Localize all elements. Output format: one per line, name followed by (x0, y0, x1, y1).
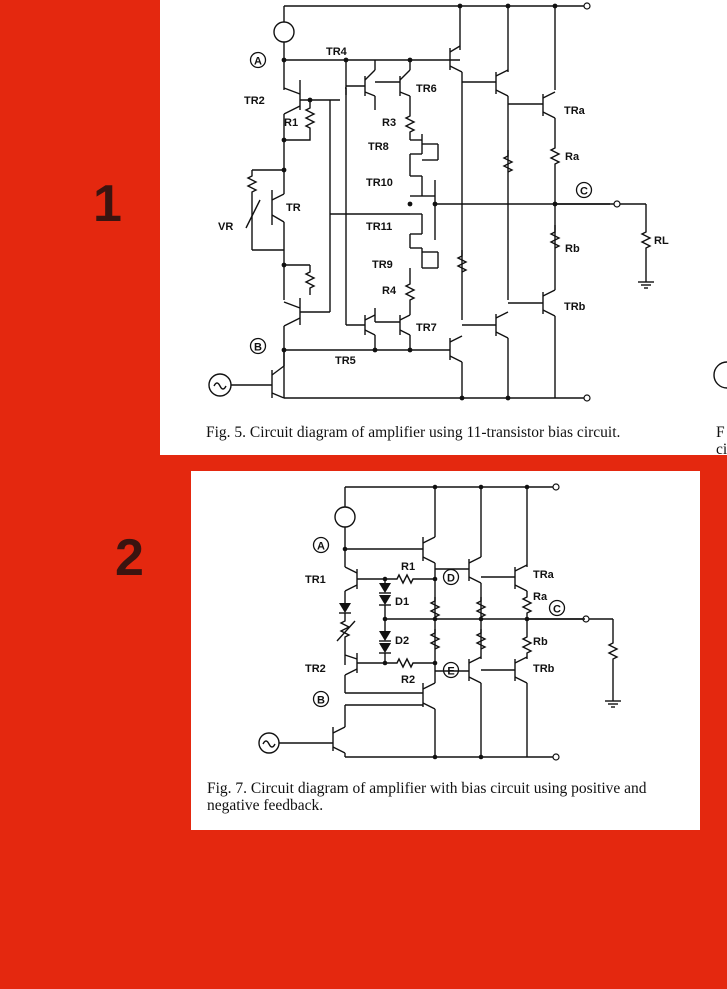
fig7-label-d2: D2 (395, 635, 409, 647)
fig5-label-ra: Ra (565, 151, 580, 163)
fig5-label-tr4: TR4 (326, 46, 348, 58)
figure-5-circuit: A B C TR4 TR6 TR2 R1 R3 TR8 TR10 TR VR T… (208, 2, 727, 402)
fig5-label-r1: R1 (284, 117, 298, 129)
fig5-label-rb: Rb (565, 243, 580, 255)
fig5-label-tr8: TR8 (368, 141, 389, 153)
fig5-label-r3: R3 (382, 117, 396, 129)
fig5-node-c: C (580, 186, 588, 198)
fig7-label-r2: R2 (401, 674, 415, 686)
fig5-label-tr10: TR10 (366, 177, 393, 189)
label-number-1: 1 (93, 175, 122, 233)
fig7-label-tra: TRa (533, 569, 555, 581)
fig5-label-rl: RL (654, 235, 669, 247)
fig7-node-d: D (447, 573, 455, 585)
fig7-node-c: C (553, 604, 561, 616)
fig5-label-tr2: TR2 (244, 95, 265, 107)
fig5-label-vr: VR (218, 221, 233, 233)
figure-7-panel: A B C D E TR1 R1 TRa Ra D1 D2 Rb TR2 R2 … (191, 471, 700, 830)
fig5-node-b: B (254, 342, 262, 354)
figure-7-circuit: A B C D E TR1 R1 TRa Ra D1 D2 Rb TR2 R2 … (258, 483, 621, 761)
fig5-label-r4: R4 (382, 285, 397, 297)
fig5-label-tr: TR (286, 202, 301, 214)
fig5-label-tr7: TR7 (416, 322, 437, 334)
fig7-node-e: E (447, 666, 454, 678)
fig7-label-ra: Ra (533, 591, 548, 603)
fig7-label-trb: TRb (533, 663, 555, 675)
figure-7-caption: Fig. 7. Circuit diagram of amplifier wit… (207, 780, 647, 814)
fig7-node-a: A (317, 541, 325, 553)
fig5-label-tr11: TR11 (366, 221, 392, 233)
label-number-2: 2 (115, 529, 144, 587)
fig5-label-tr5: TR5 (335, 355, 356, 367)
fig7-label-r1: R1 (401, 561, 415, 573)
fig7-label-tr1: TR1 (305, 574, 326, 586)
fig7-label-tr2: TR2 (305, 663, 326, 675)
figure-5-panel: A B C TR4 TR6 TR2 R1 R3 TR8 TR10 TR VR T… (160, 0, 727, 455)
fig7-label-d1: D1 (395, 596, 409, 608)
fig5-label-tr9: TR9 (372, 259, 393, 271)
fig5-node-a: A (254, 56, 262, 68)
fig7-node-b: B (317, 695, 325, 707)
fig7-label-rb: Rb (533, 636, 548, 648)
figure-5-caption: Fig. 5. Circuit diagram of amplifier usi… (206, 424, 621, 441)
figure-5-right-caption-fragment: F ci (716, 424, 727, 455)
fig5-label-tr6: TR6 (416, 83, 437, 95)
fig5-label-tra: TRa (564, 105, 586, 117)
fig5-label-trb: TRb (564, 301, 586, 313)
